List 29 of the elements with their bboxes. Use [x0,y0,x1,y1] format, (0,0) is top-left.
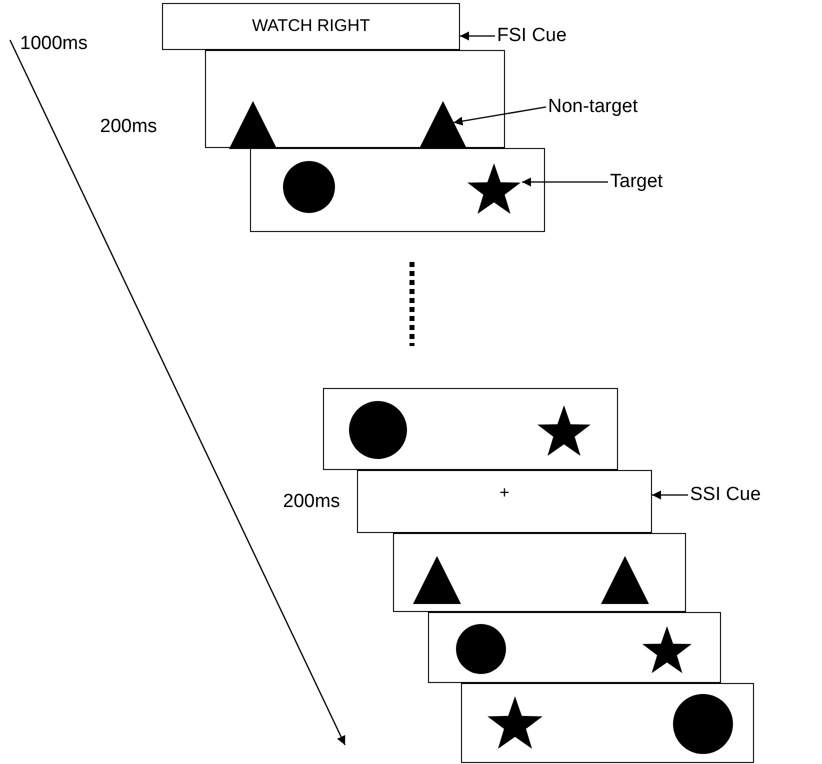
callout-label: Non-target [548,96,638,118]
triangle-shape [413,556,461,604]
triangle-shape [229,101,277,149]
leader-arrow [652,490,688,500]
leader-arrow [460,32,495,40]
leader-arrow [453,106,546,126]
duration-label: 200ms [283,491,340,513]
cue-text: WATCH RIGHT [252,16,370,36]
callout-label: FSI Cue [497,25,567,47]
callout-label: SSI Cue [690,484,761,506]
stimulus-screen [357,470,652,533]
leader-arrow [522,178,608,186]
cue-text: + [500,483,510,503]
circle-shape [456,624,506,674]
stimulus-screen [461,683,754,763]
duration-label: 200ms [100,116,158,138]
stimulus-screen [162,3,460,50]
stimulus-screen [393,533,686,612]
circle-shape [283,161,335,213]
triangle-shape [419,101,467,149]
stimulus-screen [428,612,721,683]
callout-label: Target [610,171,663,193]
circle-shape [673,694,733,754]
stimulus-screen [323,388,618,470]
duration-label: 1000ms [20,33,88,55]
stimulus-screen [250,148,545,232]
triangle-shape [601,556,649,604]
stimulus-screen [205,50,505,148]
circle-shape [349,401,407,459]
